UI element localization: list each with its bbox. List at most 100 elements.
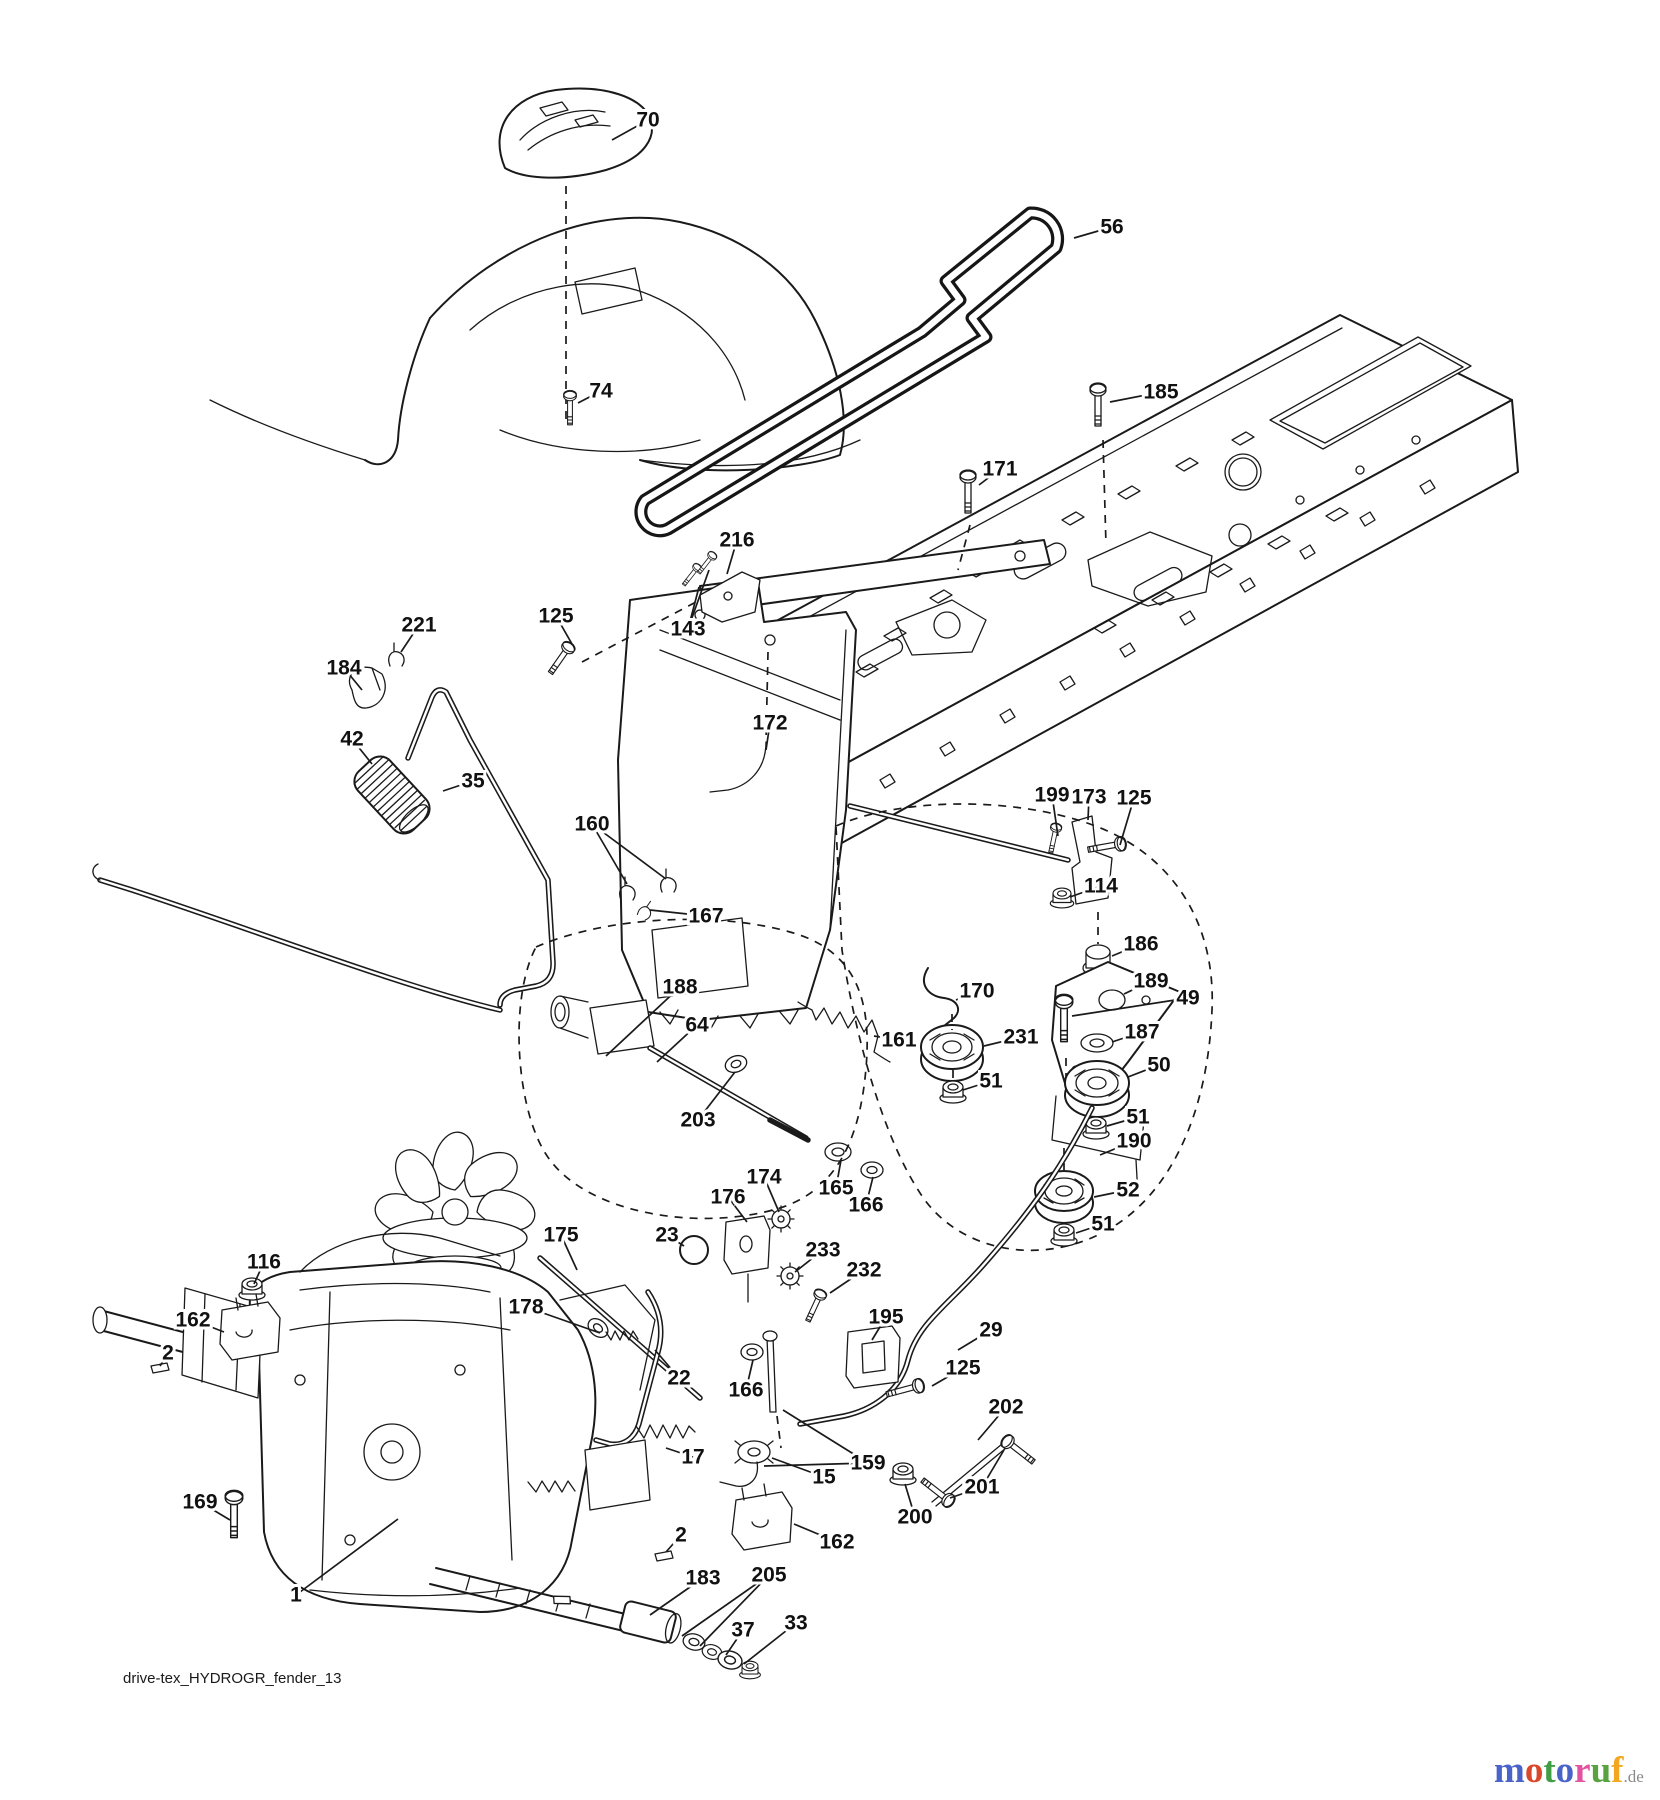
washer-203 — [722, 1052, 750, 1076]
callout-leader-51 — [962, 1080, 992, 1091]
callout-205: 205 — [751, 1564, 786, 1587]
callout-leader-159 — [763, 1462, 869, 1467]
transaxle — [92, 1131, 656, 1635]
key-on-shaft — [551, 1592, 573, 1608]
nut-114 — [1049, 887, 1075, 909]
callout-leader-232 — [829, 1269, 865, 1294]
callout-leader-51 — [1106, 1116, 1139, 1127]
collar — [550, 995, 570, 1029]
callout-leader-184 — [343, 667, 363, 691]
shift-cover — [498, 87, 653, 424]
callout-leader-203 — [697, 1071, 736, 1121]
callout-leader-190 — [1099, 1140, 1135, 1156]
callout-leader-201 — [981, 1449, 1005, 1488]
callout-leader-162 — [793, 1523, 838, 1543]
spring-17 — [635, 1424, 696, 1439]
callout-leader-187 — [1111, 1031, 1143, 1043]
callout-leader-221 — [400, 624, 420, 653]
callout-173: 173 — [1071, 786, 1106, 809]
callout-leader-171 — [978, 468, 1001, 486]
bracket-190 — [1051, 1095, 1145, 1161]
callout-leader-23 — [666, 1234, 685, 1247]
washer-187 — [1080, 1033, 1114, 1053]
callout-leader-174 — [763, 1176, 780, 1213]
callout-231: 231 — [1003, 1026, 1038, 1049]
spring-178 — [605, 1330, 639, 1341]
callout-leader-37 — [725, 1629, 744, 1656]
callout-leader-17 — [665, 1447, 694, 1458]
mount-162a — [219, 1301, 281, 1361]
callout-125: 125 — [538, 605, 573, 628]
ring-23 — [679, 1235, 709, 1265]
nut-200 — [889, 1462, 917, 1486]
callout-leader-42 — [351, 738, 373, 765]
star-washer-174 — [767, 1205, 795, 1233]
callout-2: 2 — [675, 1524, 687, 1547]
callout-116: 116 — [247, 1251, 281, 1274]
callout-29: 29 — [979, 1319, 1002, 1342]
star-washer-233 — [776, 1262, 804, 1290]
callout-187: 187 — [1124, 1021, 1159, 1044]
callout-leader-116 — [253, 1261, 265, 1285]
callout-leader-173 — [1087, 796, 1090, 821]
routing-outline-left — [518, 918, 868, 1220]
screw-74 — [563, 389, 577, 426]
callout-leader-205 — [681, 1574, 770, 1637]
bolt-232 — [801, 1286, 829, 1325]
callout-leader-64 — [656, 1024, 698, 1063]
motoruf-logo[interactable]: motoruf.de — [1494, 1752, 1644, 1789]
logo-letter: t — [1543, 1750, 1556, 1791]
callout-125: 125 — [945, 1357, 980, 1380]
callout-190: 190 — [1116, 1130, 1151, 1153]
logo-suffix: .de — [1623, 1767, 1644, 1786]
callout-51: 51 — [979, 1070, 1003, 1093]
callout-2: 2 — [162, 1342, 174, 1365]
callout-leader-56 — [1073, 226, 1113, 239]
callout-176: 176 — [710, 1186, 745, 1209]
callout-leader-49 — [1071, 997, 1189, 1017]
callout-178: 178 — [508, 1296, 543, 1319]
callout-leader-172 — [765, 722, 771, 751]
callout-leader-35 — [442, 780, 474, 792]
callout-183: 183 — [685, 1567, 720, 1590]
callout-leader-125 — [931, 1367, 964, 1387]
screw-143b — [694, 549, 719, 577]
pulley-52 — [1034, 1170, 1094, 1224]
callout-leader-205 — [699, 1574, 770, 1647]
callout-171: 171 — [982, 458, 1017, 481]
callout-114: 114 — [1084, 875, 1118, 898]
bracket-195 — [845, 1325, 901, 1389]
pulley-50 — [1064, 1060, 1130, 1118]
shift-control — [92, 642, 884, 1179]
callout-leader-216 — [726, 539, 738, 575]
washer-166b — [740, 1343, 764, 1361]
callout-leader-160 — [591, 823, 667, 880]
callout-49: 49 — [1176, 987, 1199, 1010]
callout-33: 33 — [784, 1612, 807, 1635]
fender-panel — [209, 216, 861, 472]
spacer-183 — [619, 1600, 682, 1644]
callout-160: 160 — [574, 813, 609, 836]
callout-leader-189 — [1123, 980, 1152, 995]
callout-15: 15 — [812, 1466, 836, 1489]
callout-leader-178 — [525, 1306, 601, 1334]
wire-172 — [709, 741, 767, 793]
callout-17: 17 — [681, 1446, 704, 1469]
callout-leader-162 — [192, 1319, 225, 1333]
callout-leader-143 — [687, 569, 710, 630]
brake-arm — [559, 1284, 656, 1391]
logo-letter: m — [1494, 1750, 1525, 1791]
callout-202: 202 — [988, 1396, 1023, 1419]
callout-159: 159 — [850, 1452, 885, 1475]
callout-22: 22 — [667, 1367, 690, 1390]
callout-50: 50 — [1147, 1054, 1170, 1077]
callout-23: 23 — [655, 1224, 678, 1247]
clip-221 — [388, 642, 405, 667]
bolt-199 — [1044, 821, 1063, 855]
callout-leader-125 — [555, 615, 573, 645]
transaxle-housing — [248, 1260, 597, 1613]
callout-161: 161 — [881, 1029, 916, 1052]
bracket-176 — [723, 1215, 771, 1275]
bracket-173 — [1071, 815, 1113, 905]
